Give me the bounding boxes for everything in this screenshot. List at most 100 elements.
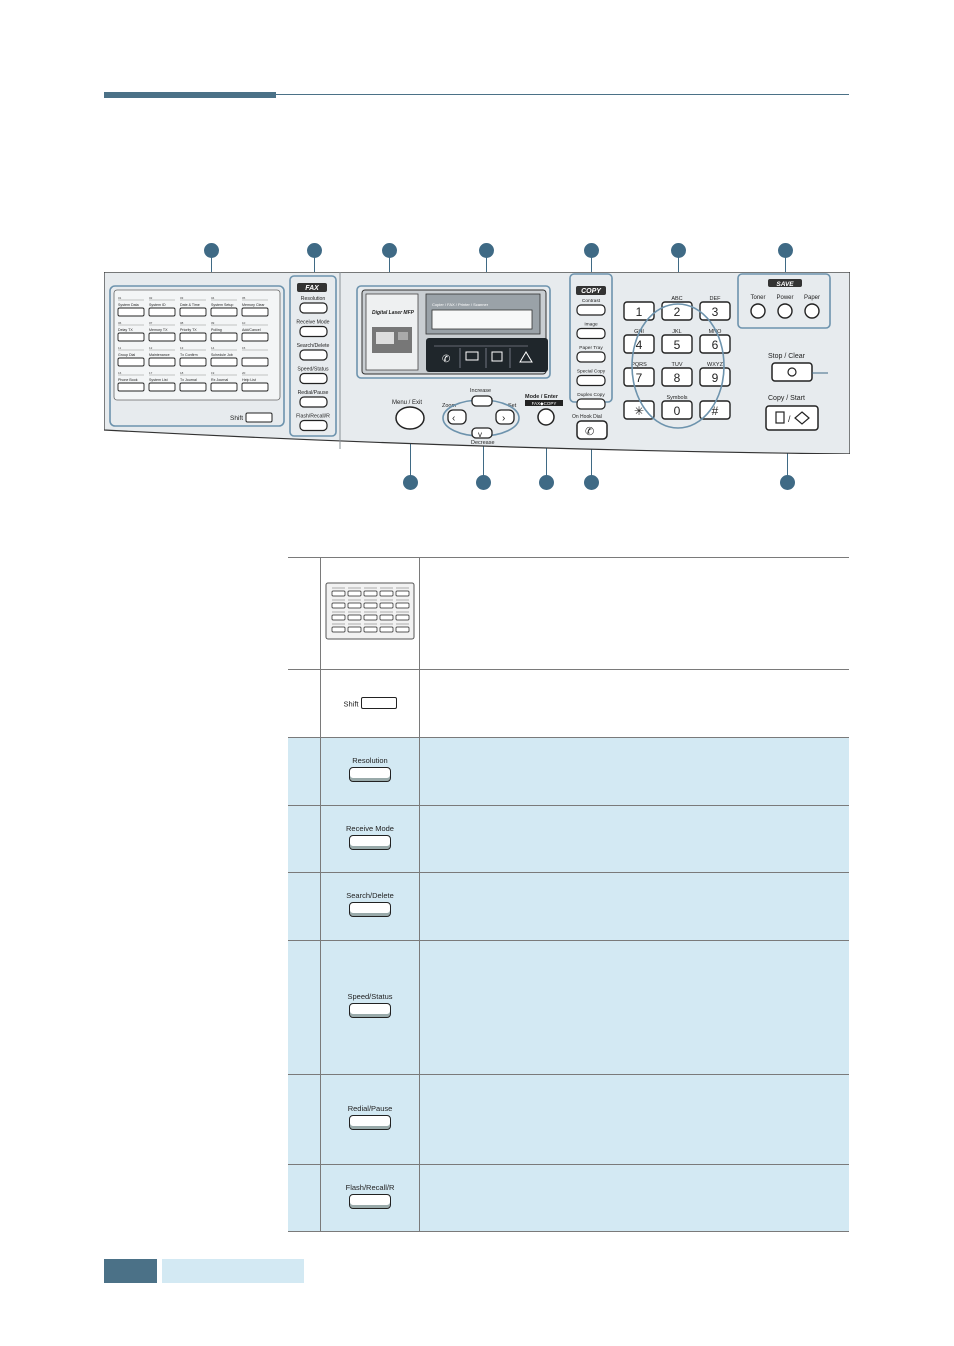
onetouch-button[interactable] <box>179 357 207 367</box>
thumb-button <box>347 614 362 621</box>
thumb-button <box>395 614 410 621</box>
keypad-key[interactable] <box>623 301 655 321</box>
left-arrow-button[interactable] <box>447 409 467 425</box>
callout-1 <box>204 243 219 258</box>
fax-button[interactable] <box>299 419 328 432</box>
keypad-key[interactable] <box>661 334 693 354</box>
onetouch-button[interactable] <box>148 382 176 392</box>
onhook-label: On Hook Dial <box>572 414 602 420</box>
onetouch-label: Rx Journal <box>211 378 228 382</box>
copy-button[interactable] <box>576 304 606 316</box>
onetouch-button[interactable] <box>148 357 176 367</box>
thumb-button <box>363 614 378 621</box>
onetouch-number: 17 <box>149 371 153 375</box>
onetouch-button[interactable] <box>241 332 269 342</box>
onetouch-button[interactable] <box>210 332 238 342</box>
copy-start-label: Copy / Start <box>768 395 805 402</box>
down-arrow-button[interactable] <box>471 427 493 439</box>
copy-button[interactable] <box>576 374 606 387</box>
save-button[interactable] <box>750 303 766 319</box>
stop-clear-label: Stop / Clear <box>768 353 806 360</box>
onetouch-button[interactable] <box>117 307 145 317</box>
thumb-button <box>347 590 362 597</box>
save-button-label: Toner <box>750 295 765 301</box>
keypad-digit: # <box>712 404 719 418</box>
onetouch-button[interactable] <box>148 307 176 317</box>
keypad-key[interactable] <box>623 334 655 354</box>
callout-10 <box>476 475 491 490</box>
keypad-key[interactable] <box>623 400 655 420</box>
keypad-key[interactable] <box>661 400 693 420</box>
onetouch-thumbnail-icon <box>325 582 415 640</box>
right-arrow-button[interactable] <box>495 409 515 425</box>
onetouch-callout-frame <box>109 285 285 427</box>
thumb-button <box>395 590 410 597</box>
fax-button-label: Flash/Recall/R <box>296 414 330 420</box>
onetouch-button[interactable] <box>210 357 238 367</box>
up-arrow-button[interactable] <box>471 395 493 407</box>
copy-start-button[interactable] <box>765 405 819 431</box>
callout-6 <box>671 243 686 258</box>
shift-button[interactable] <box>245 412 273 423</box>
onetouch-button[interactable] <box>117 332 145 342</box>
lcd-screen <box>431 309 533 330</box>
onetouch-number: 10 <box>242 321 246 325</box>
onetouch-button[interactable] <box>148 332 176 342</box>
fax-row-label: Flash/Recall/R <box>345 1182 395 1192</box>
stop-clear-button[interactable] <box>771 362 813 382</box>
keypad-key[interactable] <box>661 367 693 387</box>
save-button[interactable] <box>804 303 820 319</box>
increase-label: Increase <box>470 388 491 394</box>
fax-button[interactable] <box>299 302 328 314</box>
menu-exit-button[interactable] <box>395 406 425 430</box>
onetouch-label: Help List <box>242 378 256 382</box>
onetouch-button[interactable] <box>117 382 145 392</box>
mode-enter-label: Mode / Enter <box>525 394 559 400</box>
keypad-letters: PQRS <box>631 362 647 368</box>
mode-enter-button[interactable] <box>537 408 555 426</box>
copy-button[interactable] <box>576 398 606 410</box>
save-button[interactable] <box>777 303 793 319</box>
onetouch-button[interactable] <box>210 382 238 392</box>
copy-button[interactable] <box>576 327 606 340</box>
onetouch-button[interactable] <box>241 382 269 392</box>
thumb-button <box>363 626 378 633</box>
shift-label: Shift <box>230 415 243 422</box>
onetouch-button[interactable] <box>210 307 238 317</box>
fax-button-label: Resolution <box>301 296 326 302</box>
onetouch-button[interactable] <box>179 307 207 317</box>
copy-button[interactable] <box>576 351 606 363</box>
fax-row-label: Redial/Pause <box>347 1104 393 1113</box>
fax-button[interactable] <box>299 325 328 338</box>
onetouch-label: System List <box>149 378 168 382</box>
onetouch-button[interactable] <box>241 357 269 367</box>
menu-exit-label: Menu / Exit <box>392 400 422 406</box>
onetouch-button[interactable] <box>117 357 145 367</box>
keypad-digit: 2 <box>674 305 681 319</box>
onetouch-button[interactable] <box>179 382 207 392</box>
onetouch-button[interactable] <box>179 332 207 342</box>
onetouch-number: 06 <box>118 321 122 325</box>
fax-button-label: Search/Delete <box>297 343 330 349</box>
onhook-button[interactable] <box>576 420 608 440</box>
fax-button[interactable] <box>299 372 328 385</box>
keypad-key[interactable] <box>661 301 693 321</box>
down-arrow-icon: v <box>478 430 482 439</box>
shift-thumbnail-label: Shift <box>343 698 359 708</box>
thumb-button <box>347 602 362 609</box>
fax-button[interactable] <box>299 396 328 408</box>
onetouch-label: Delay TX <box>118 328 133 332</box>
thumb-button <box>331 614 346 621</box>
save-button-label: Power <box>776 295 793 301</box>
fax-button[interactable] <box>299 349 328 361</box>
copy-button-label: Duplex Copy <box>577 392 605 398</box>
fax-button-label: Speed/Status <box>297 367 329 373</box>
fax-row-search-delete: Search/Delete <box>320 872 420 941</box>
callout-4 <box>479 243 494 258</box>
onetouch-button[interactable] <box>241 307 269 317</box>
fax-row-label: Search/Delete <box>346 891 394 900</box>
